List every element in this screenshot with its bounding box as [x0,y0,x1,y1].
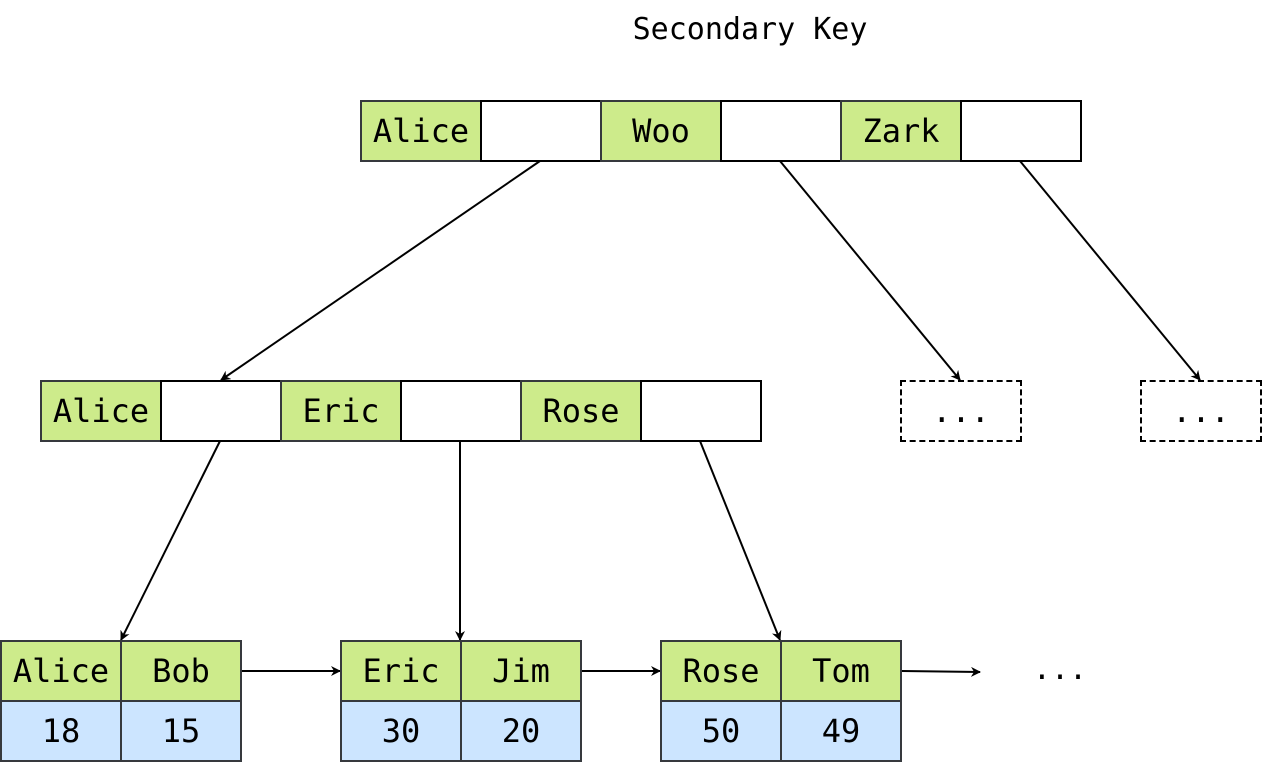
internal-key-cell: Alice [40,380,162,442]
root-key-cell: Zark [840,100,962,162]
leaf-value-cell: 18 [0,700,122,762]
internal-pointer-cell [640,380,762,442]
trailing-ellipsis: ... [1032,652,1088,687]
leaf-value-cell: 50 [660,700,782,762]
internal-key-cell: Rose [520,380,642,442]
leaf-key-cell: Eric [340,640,462,702]
root-to-placeholder-edge [779,160,961,381]
leaf-value-cell: 30 [340,700,462,762]
leaf-value-cell: 49 [780,700,902,762]
leaf-key-cell: Alice [0,640,122,702]
leaf-key-cell: Bob [120,640,242,702]
leaf-key-cell: Rose [660,640,782,702]
internal-key-cell: Eric [280,380,402,442]
root-key-cell: Alice [360,100,482,162]
placeholder-node: ... [900,380,1022,442]
root-key-cell: Woo [600,100,722,162]
root-to-internal-edge [220,160,541,381]
leaf-link-edge [901,666,981,677]
leaf-value-cell: 15 [120,700,242,762]
internal-to-leaf-edge [699,440,782,641]
leaf-key-cell: Jim [460,640,582,702]
internal-to-leaf-edge [120,440,221,641]
root-pointer-cell [720,100,842,162]
placeholder-node: ... [1140,380,1262,442]
root-to-placeholder-edge [1019,160,1201,381]
internal-pointer-cell [400,380,522,442]
leaf-value-cell: 20 [460,700,582,762]
root-pointer-cell [480,100,602,162]
root-pointer-cell [960,100,1082,162]
diagram-title: Secondary Key [632,12,868,47]
internal-pointer-cell [160,380,282,442]
leaf-key-cell: Tom [780,640,902,702]
